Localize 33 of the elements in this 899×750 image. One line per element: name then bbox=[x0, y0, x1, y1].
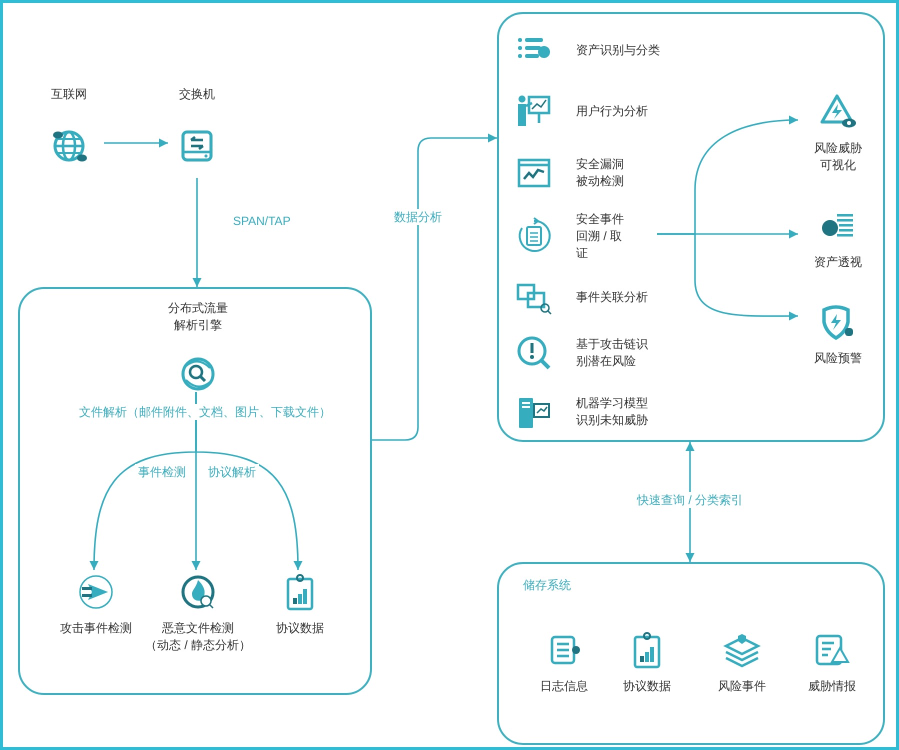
node-label: 协议数据 bbox=[623, 678, 671, 695]
arrow bbox=[657, 233, 798, 321]
panel-box bbox=[18, 287, 372, 695]
node-label: 安全漏洞被动检测 bbox=[576, 156, 625, 190]
node-label: 事件关联分析 bbox=[576, 288, 649, 306]
node-label: 攻击事件检测 bbox=[60, 620, 132, 637]
node-label: （动态 / 静态分析） bbox=[144, 637, 251, 654]
arrow bbox=[195, 392, 302, 570]
node-label: 资产识别与分类 bbox=[576, 42, 661, 58]
panel-box bbox=[497, 562, 885, 745]
arrow bbox=[686, 442, 694, 562]
node-label: 威胁情报 bbox=[808, 678, 856, 695]
arrow bbox=[372, 134, 497, 441]
node-label: 机器学习模型识别未知威胁 bbox=[576, 395, 649, 429]
node-label: 分布式流量解析引擎 bbox=[167, 300, 229, 334]
node-label: 协议数据 bbox=[276, 620, 324, 637]
node-label: 储存系统 bbox=[523, 577, 571, 594]
node-label: 互联网 bbox=[51, 86, 87, 103]
node-label: 日志信息 bbox=[540, 678, 588, 695]
arrow bbox=[104, 138, 168, 148]
node-label: 风险威胁可视化 bbox=[813, 140, 863, 174]
node-label: 基于攻击链识别潜在风险 bbox=[576, 336, 649, 370]
node-label: 交换机 bbox=[179, 86, 215, 103]
node-label: 恶意文件检测 bbox=[162, 620, 234, 637]
edge-label: 数据分析 bbox=[391, 209, 445, 225]
edge-label: 协议解析 bbox=[205, 464, 259, 480]
node-label: 安全事件回溯 / 取证 bbox=[576, 210, 625, 262]
node-label: 风险事件 bbox=[718, 678, 766, 695]
node-label: 用户行为分析 bbox=[576, 102, 649, 120]
node-label: 资产透视 bbox=[814, 254, 862, 271]
panel-box bbox=[497, 12, 885, 442]
arrow bbox=[192, 178, 202, 287]
node-label: 风险预警 bbox=[814, 350, 862, 367]
